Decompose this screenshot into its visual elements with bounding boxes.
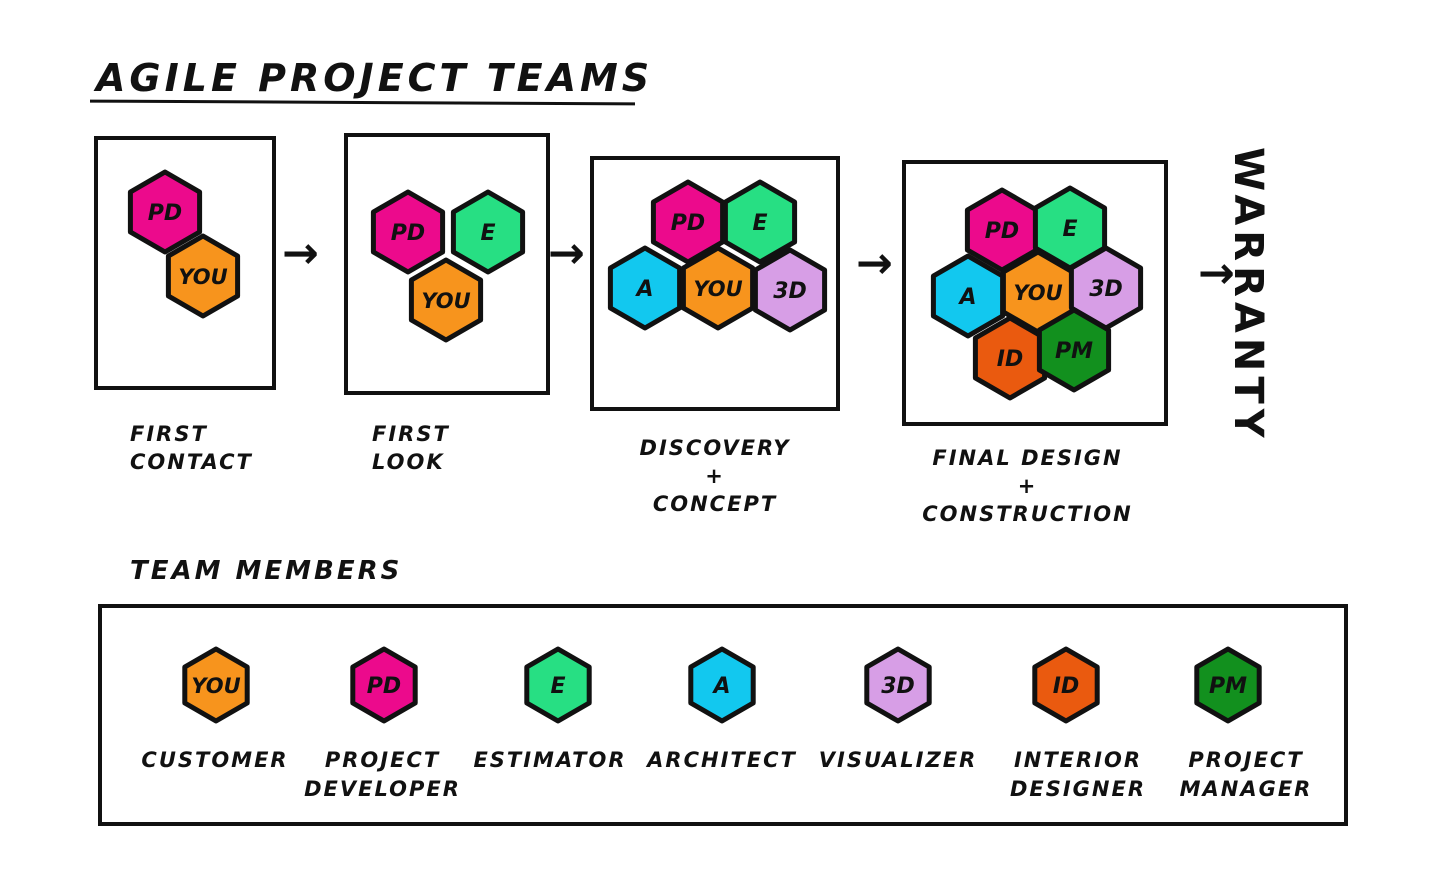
hex-code-label: YOU bbox=[421, 289, 470, 313]
hex-pd: PD bbox=[650, 179, 726, 265]
stage-label-line: LOOK bbox=[372, 450, 445, 474]
stage-label-line: CONCEPT bbox=[652, 492, 778, 516]
hex-code-label: PD bbox=[391, 221, 425, 246]
stage-label-final-design: FINAL DESIGN + CONSTRUCTION bbox=[915, 444, 1140, 528]
legend-hex-3d: 3D bbox=[864, 646, 932, 724]
legend-label-line: PROJECT bbox=[324, 748, 441, 772]
right-arrow-icon: → bbox=[856, 238, 893, 289]
hex-code-label: E bbox=[752, 211, 767, 236]
legend-label-line: DEVELOPER bbox=[304, 777, 461, 801]
legend-label-estimator: ESTIMATOR bbox=[472, 746, 628, 775]
stage-frame-final-design bbox=[902, 160, 1168, 426]
hex-code-label: YOU bbox=[693, 277, 742, 301]
hex-a: A bbox=[607, 245, 683, 331]
stage-frame-first-look bbox=[344, 133, 550, 395]
hex-code-label: 3D bbox=[773, 279, 807, 304]
stage-label-first-contact: FIRST CONTACT bbox=[130, 420, 253, 476]
hex-you: YOU bbox=[408, 257, 484, 343]
legend-label-visualizer: VISUALIZER bbox=[816, 746, 980, 775]
stage-label-line: FIRST bbox=[372, 422, 450, 446]
stage-label-line: + bbox=[1017, 474, 1038, 498]
team-members-legend bbox=[98, 604, 1348, 826]
hex-code-label: ID bbox=[997, 347, 1023, 372]
hex-pd: PD bbox=[127, 169, 203, 255]
legend-label-line: PROJECT bbox=[1188, 748, 1304, 772]
stage-label-line: + bbox=[705, 464, 725, 488]
legend-label-project-developer: PROJECT DEVELOPER bbox=[300, 746, 465, 804]
hex-code-label: PD bbox=[148, 201, 182, 226]
legend-label-line: MANAGER bbox=[1179, 777, 1313, 801]
legend-label-line: VISUALIZER bbox=[818, 748, 978, 772]
stage-label-line: CONTACT bbox=[130, 450, 253, 474]
legend-label-interior-designer: INTERIOR DESIGNER bbox=[1000, 746, 1156, 804]
team-members-title: TEAM MEMBERS bbox=[130, 556, 403, 586]
warranty-label: WARRANTY bbox=[1225, 147, 1271, 443]
legend-hex-pd: PD bbox=[350, 646, 418, 724]
hex-3d: 3D bbox=[752, 247, 828, 333]
hex-a: A bbox=[930, 253, 1006, 339]
stage-label-line: DISCOVERY bbox=[639, 436, 791, 460]
stage-label-line: FINAL DESIGN bbox=[932, 446, 1123, 470]
hex-code-label: E bbox=[1062, 217, 1077, 242]
hex-pd: PD bbox=[370, 189, 446, 275]
hex-code-label: E bbox=[480, 221, 495, 246]
hex-code-label: YOU bbox=[1013, 281, 1062, 305]
legend-hex-pm: PM bbox=[1194, 646, 1262, 724]
legend-label-customer: CUSTOMER bbox=[140, 746, 290, 775]
legend-hex-you: YOU bbox=[182, 646, 250, 724]
legend-label-line: CUSTOMER bbox=[141, 748, 289, 772]
legend-label-architect: ARCHITECT bbox=[644, 746, 800, 775]
hex-code-label: A bbox=[957, 285, 976, 310]
hex-code-label: PD bbox=[671, 211, 705, 236]
legend-hex-id: ID bbox=[1032, 646, 1100, 724]
legend-label-line: DESIGNER bbox=[1009, 777, 1147, 801]
hex-code-label: PD bbox=[367, 674, 401, 699]
hex-e: E bbox=[722, 179, 798, 265]
right-arrow-icon: → bbox=[548, 228, 585, 279]
legend-label-line: ARCHITECT bbox=[647, 748, 797, 772]
hex-code-label: E bbox=[550, 674, 565, 699]
hex-e: E bbox=[450, 189, 526, 275]
hex-code-label: 3D bbox=[1089, 277, 1123, 302]
hex-pm: PM bbox=[1036, 307, 1112, 393]
hex-you: YOU bbox=[680, 245, 756, 331]
legend-hex-e: E bbox=[524, 646, 592, 724]
hex-code-label: YOU bbox=[191, 674, 240, 698]
hex-id: ID bbox=[972, 315, 1048, 401]
right-arrow-icon: → bbox=[282, 228, 319, 279]
hex-code-label: A bbox=[634, 277, 653, 302]
legend-label-project-manager: PROJECT MANAGER bbox=[1168, 746, 1324, 804]
stage-label-first-look: FIRST LOOK bbox=[372, 420, 450, 476]
stage-label-discovery: DISCOVERY + CONCEPT bbox=[615, 434, 815, 518]
stage-label-line: CONSTRUCTION bbox=[922, 502, 1133, 526]
hex-code-label: A bbox=[711, 674, 730, 699]
hex-code-label: PM bbox=[1209, 674, 1247, 699]
hex-code-label: 3D bbox=[881, 674, 915, 699]
hex-code-label: ID bbox=[1053, 674, 1079, 699]
hex-code-label: PD bbox=[985, 219, 1019, 244]
stage-frame-first-contact bbox=[94, 136, 276, 390]
stage-frame-discovery bbox=[590, 156, 840, 411]
stage-label-line: FIRST bbox=[130, 422, 208, 446]
hex-you: YOU bbox=[165, 233, 241, 319]
right-arrow-icon: → bbox=[1198, 248, 1235, 299]
legend-label-line: ESTIMATOR bbox=[473, 748, 627, 772]
hex-code-label: PM bbox=[1055, 339, 1093, 364]
legend-label-line: INTERIOR bbox=[1013, 748, 1143, 772]
hex-code-label: YOU bbox=[178, 265, 227, 289]
legend-hex-a: A bbox=[688, 646, 756, 724]
page-title: AGILE PROJECT TEAMS bbox=[96, 56, 654, 100]
